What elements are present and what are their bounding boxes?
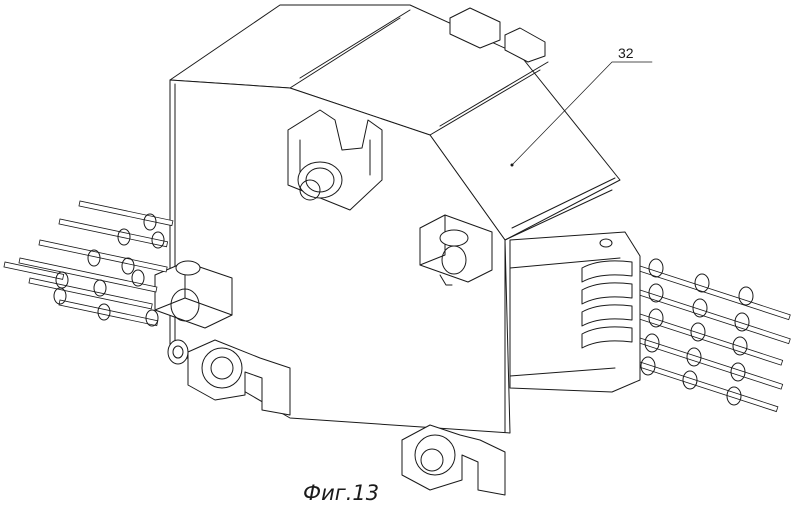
lower-left-roller-bracket (167, 339, 291, 416)
housing-top (169, 4, 621, 241)
bottom-roller-bracket (401, 424, 506, 496)
right-rod-bundle (637, 258, 791, 413)
upper-roller-bracket (287, 109, 383, 211)
left-rod-bundle (3, 200, 174, 327)
middle-roller-bracket (419, 214, 493, 286)
right-side-clamp-assembly (509, 231, 641, 393)
part-number-label: 32 (618, 45, 634, 61)
figure-caption: Фиг.13 (303, 481, 379, 505)
left-clamp-block (154, 260, 233, 329)
part-leader (511, 61, 653, 166)
